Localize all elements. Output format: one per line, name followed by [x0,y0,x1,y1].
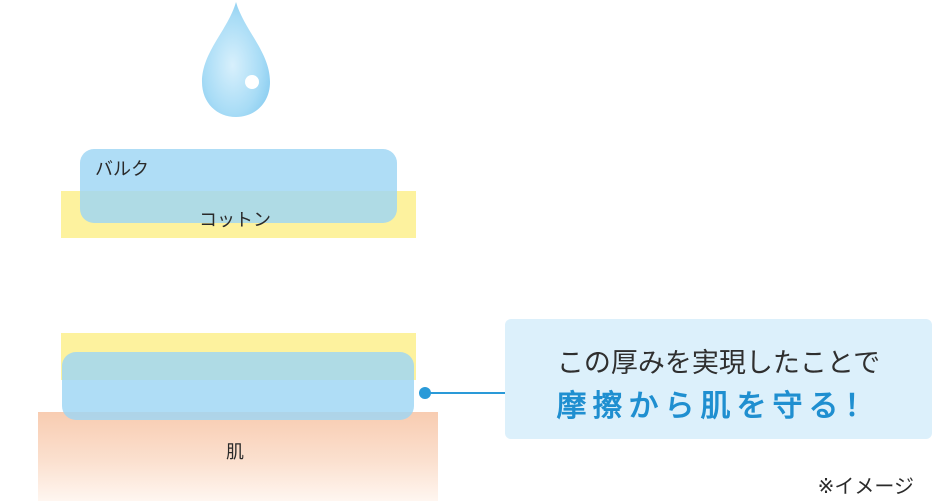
bulk-layer-bottom [62,352,414,420]
droplet-body [202,2,270,117]
skin-label: 肌 [226,442,244,463]
cotton-label: コットン [199,210,271,231]
bulk-label: バルク [95,159,149,180]
callout-box: この厚みを実現したことで 摩擦から肌を守る！ [505,319,932,439]
connector-dot [419,387,431,399]
water-drop-icon [202,2,270,117]
image-note: ※イメージ [817,474,914,498]
connector-line [425,392,522,394]
callout-text-line1: この厚みを実現したことで [556,348,881,379]
callout-text-line2: 摩擦から肌を守る！ [556,389,881,424]
droplet-highlight [245,75,259,89]
skin-layer [38,412,438,501]
bulk-layer-top [80,149,397,223]
